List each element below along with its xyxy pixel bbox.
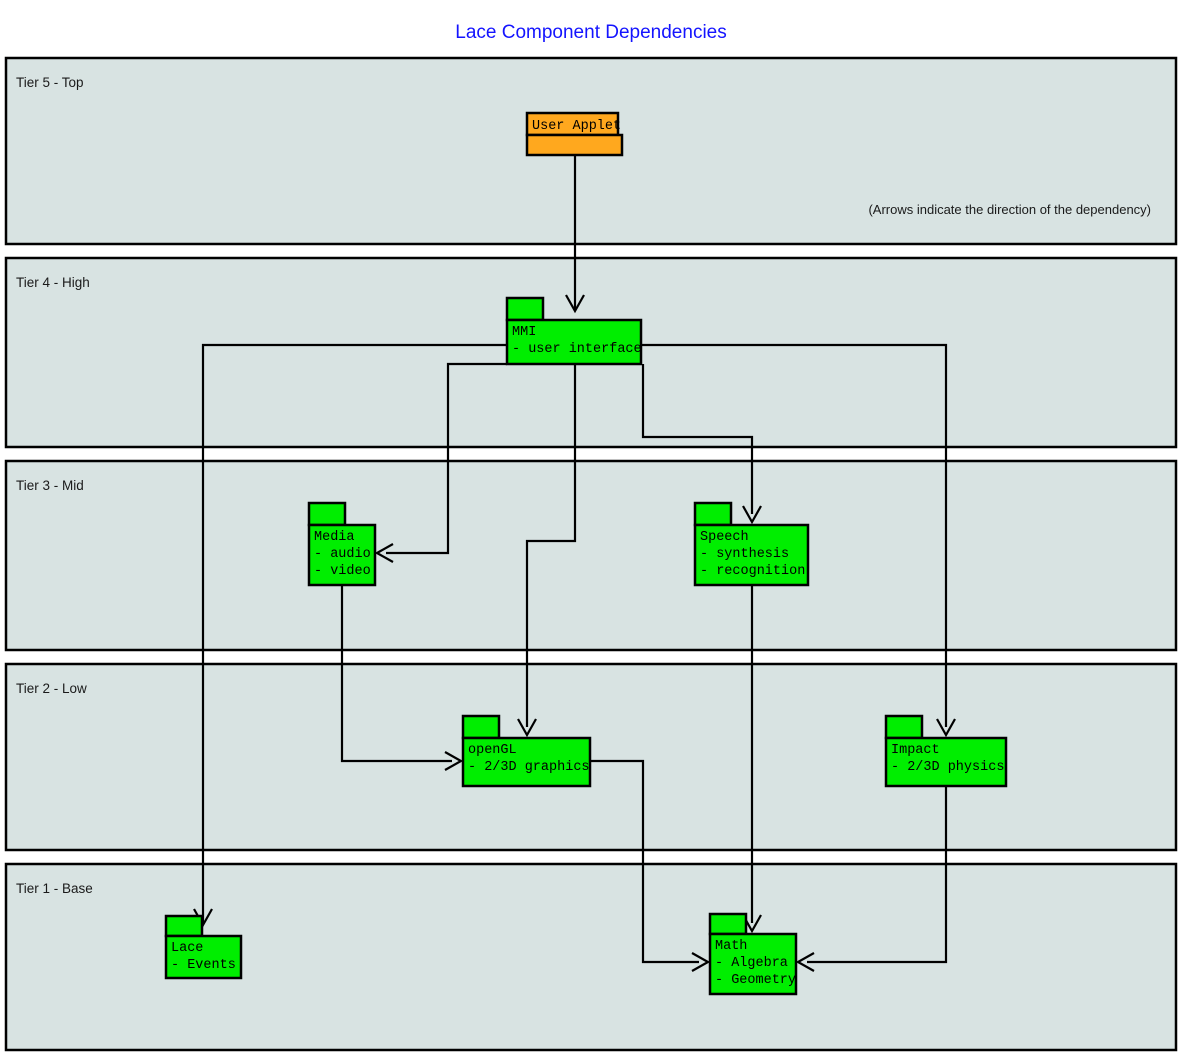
edge-mmi-to-speech [641, 364, 762, 525]
package-mmi[interactable]: MMI - user interface [505, 296, 643, 366]
tier-label-tier4: Tier 4 - High [16, 275, 90, 290]
package-detail-line: - 2/3D physics [891, 760, 1004, 775]
package-detail-line: - recognition [700, 564, 805, 579]
edge-line [590, 759, 699, 964]
tier-band-rect [4, 256, 1178, 449]
package-label: openGL [468, 743, 517, 758]
package-detail-line: - Events [171, 958, 236, 973]
edge-mmi-to-media [374, 362, 507, 563]
page-title: Lace Component Dependencies [455, 22, 726, 43]
tier-label-tier2: Tier 2 - Low [16, 681, 87, 696]
package-body [708, 932, 798, 996]
package-detail-line: - 2/3D graphics [468, 760, 590, 775]
tier-label-tier5: Tier 5 - Top [16, 75, 84, 90]
edge-line [201, 343, 507, 923]
package-detail-line: - synthesis [700, 547, 789, 562]
package-label: Math [715, 939, 747, 954]
package-tab [307, 501, 347, 527]
arrow-head-icon [374, 543, 394, 563]
package-detail-line: - user interface [512, 342, 642, 357]
package-impact[interactable]: Impact - 2/3D physics [884, 714, 1008, 788]
tier-band-tier3: Tier 3 - Mid [4, 459, 1178, 652]
package-label: Impact [891, 743, 940, 758]
package-body [461, 736, 592, 788]
package-label: Lace [171, 941, 203, 956]
package-label: MMI [512, 325, 536, 340]
package-tab [884, 714, 924, 740]
tier-band-rect [4, 459, 1178, 652]
package-opengl[interactable]: openGL - 2/3D graphics [461, 714, 592, 788]
package-tab [708, 912, 748, 936]
package-body [505, 318, 643, 366]
package-detail-line: - video [314, 564, 371, 579]
package-tab [461, 714, 501, 740]
package-body [525, 133, 624, 157]
package-user-applet[interactable]: User Applet [525, 111, 624, 157]
package-math[interactable]: Math - Algebra - Geometry [708, 912, 798, 996]
arrow-head-icon [565, 294, 585, 314]
edge-mmi-to-opengl [517, 364, 577, 738]
package-label: User Applet [532, 119, 621, 134]
package-detail-line: - Algebra [715, 956, 788, 971]
arrow-head-icon [444, 751, 464, 771]
package-detail-line: - audio [314, 547, 371, 562]
package-body [884, 736, 1008, 788]
edge-media-to-opengl [340, 585, 464, 771]
package-tab [693, 501, 733, 527]
arrow-head-icon [517, 718, 537, 738]
arrow-head-icon [691, 952, 711, 972]
edge-line [386, 362, 507, 555]
edge-mmi-to-impact [641, 343, 956, 738]
tier-band-tier4: Tier 4 - High [4, 256, 1178, 449]
arrow-head-icon [936, 718, 956, 738]
package-tab [505, 296, 545, 322]
edge-line [525, 364, 577, 727]
edge-line [641, 343, 948, 727]
package-tab [164, 914, 204, 938]
package-speech[interactable]: Speech - synthesis - recognition [693, 501, 810, 587]
package-body [164, 934, 243, 980]
dependency-edges [193, 155, 956, 972]
edge-line [340, 585, 452, 763]
edge-line [641, 364, 754, 514]
edge-impact-to-math [795, 786, 948, 972]
package-media[interactable]: Media - audio - video [307, 501, 377, 587]
package-lace[interactable]: Lace - Events [164, 914, 243, 980]
package-detail-line: - Geometry [715, 973, 796, 988]
edge-user-applet-to-mmi [565, 155, 585, 314]
edge-line [807, 786, 948, 964]
arrow-head-icon [795, 952, 815, 972]
package-body [307, 523, 377, 587]
arrow-head-icon [742, 505, 762, 525]
package-label: Speech [700, 530, 749, 545]
tier-label-tier3: Tier 3 - Mid [16, 478, 84, 493]
package-body [693, 523, 810, 587]
tier-label-tier1: Tier 1 - Base [16, 881, 93, 896]
arrow-direction-note: (Arrows indicate the direction of the de… [868, 202, 1151, 217]
edge-opengl-to-math [590, 759, 711, 972]
package-label: Media [314, 530, 355, 545]
